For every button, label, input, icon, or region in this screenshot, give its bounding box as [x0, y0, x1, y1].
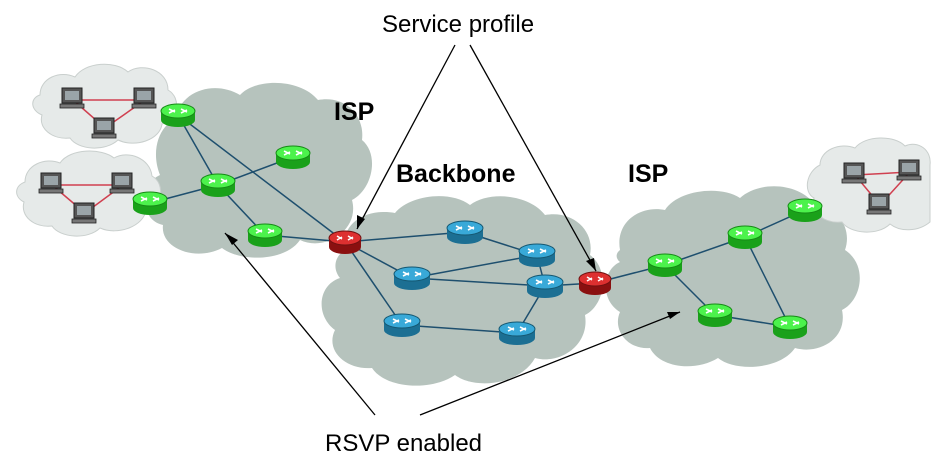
router-icon [446, 220, 484, 245]
isp-right-label: ISP [628, 160, 669, 188]
router-icon [275, 145, 311, 170]
rsvp-arrow-right [419, 311, 681, 416]
computer-icon [896, 159, 922, 181]
rsvp-enabled-label: RSVP enabled [325, 430, 483, 457]
backbone-label: Backbone [396, 160, 516, 188]
service-profile-arrow-left [356, 44, 456, 230]
router-icon [518, 243, 556, 268]
service-profile-arrow-right [469, 44, 597, 272]
router-icon [200, 173, 236, 198]
router-icon [328, 230, 362, 255]
arrowheads [225, 215, 680, 319]
router-icon [160, 103, 196, 128]
computer-icon [866, 193, 892, 215]
router-icon [578, 271, 612, 296]
router-icon [647, 253, 683, 278]
isp-left-label: ISP [334, 98, 375, 126]
computer-icon [841, 162, 867, 184]
computer-icon [38, 172, 64, 194]
router-icon [697, 303, 733, 328]
computer-icon [91, 117, 117, 139]
computer-icon [109, 172, 135, 194]
router-icon [727, 225, 763, 250]
annotation-arrows [224, 44, 681, 416]
router-icon [526, 274, 564, 299]
lan-cloud-top-left [32, 63, 177, 149]
router-icon [787, 198, 823, 223]
router-icon [132, 191, 168, 216]
router-icon [383, 313, 421, 338]
service-profile-label: Service profile [382, 11, 535, 38]
lan-cloud-right [806, 137, 931, 233]
computer-icon [71, 202, 97, 224]
router-icon [498, 321, 536, 346]
router-icon [247, 223, 283, 248]
computer-icon [131, 87, 157, 109]
computer-icon [59, 87, 85, 109]
router-icon [772, 315, 808, 340]
rsvp-arrow-left [224, 232, 376, 416]
router-icon [393, 266, 431, 291]
